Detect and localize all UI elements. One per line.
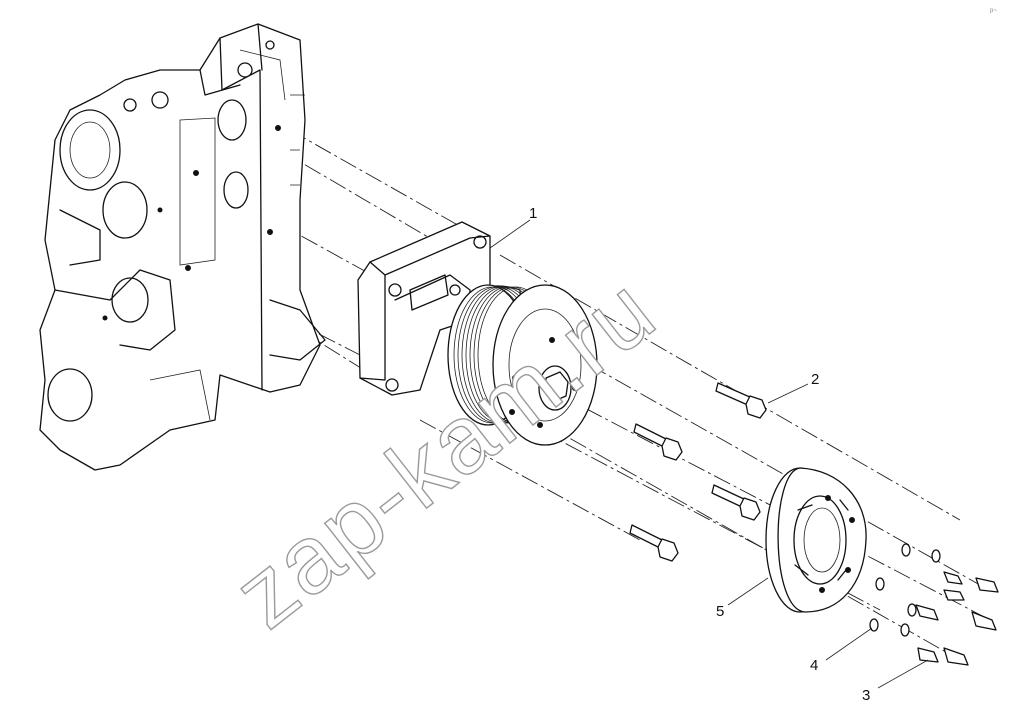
washer-icon <box>869 543 941 637</box>
callout-5: 5 <box>716 603 724 620</box>
callout-1: 1 <box>529 205 537 222</box>
callout-4: 4 <box>810 657 818 674</box>
small-bolts <box>915 571 999 666</box>
bolt-icon <box>629 382 767 562</box>
callout-2: 2 <box>811 371 819 388</box>
leader-lines <box>489 219 929 689</box>
engine-block-icon <box>39 23 326 471</box>
callout-3: 3 <box>862 687 870 704</box>
pump-pulley-icon <box>447 284 598 446</box>
pulley-hub-icon <box>765 467 867 613</box>
corner-mark: p~ <box>990 8 997 14</box>
